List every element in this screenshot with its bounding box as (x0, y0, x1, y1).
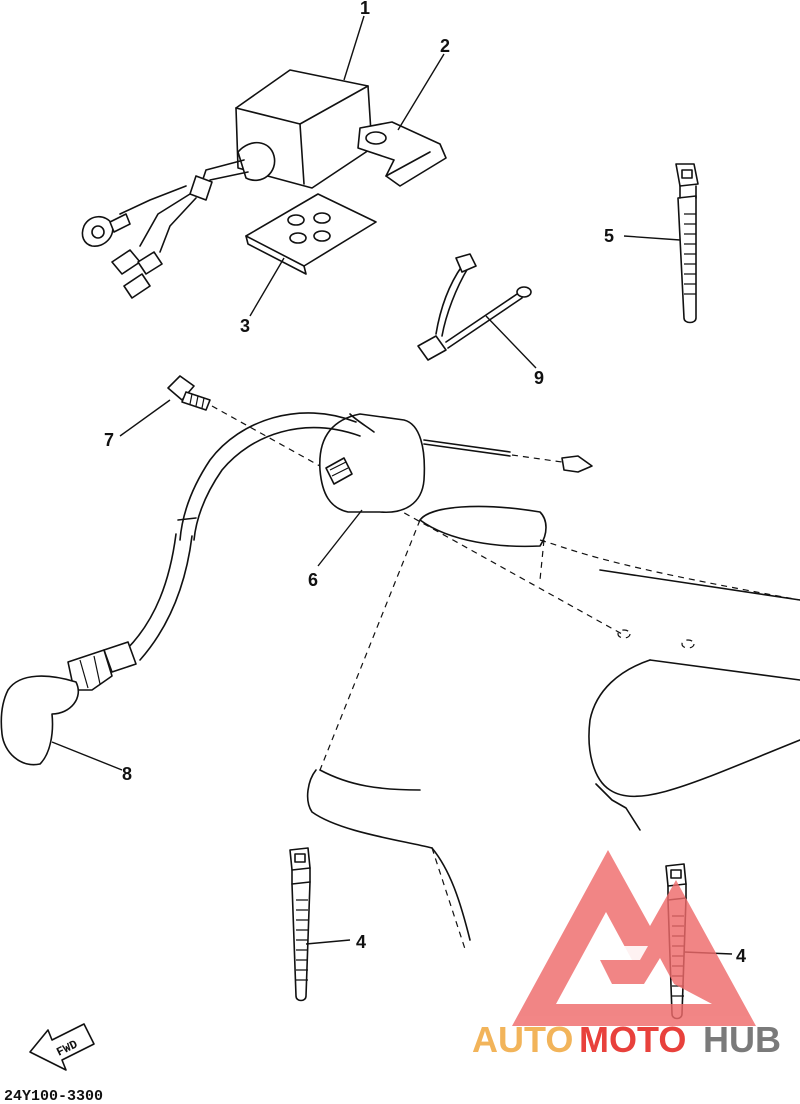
callout-4-right: 4 (736, 946, 746, 966)
alignment-line (211, 405, 623, 635)
watermark-triangle (512, 850, 756, 1026)
part-2-bracket (357, 121, 447, 187)
part-5-cable-tie (675, 163, 699, 324)
leader-lines (51, 15, 733, 955)
part-3-damper (245, 193, 377, 275)
callout-6: 6 (308, 570, 318, 590)
callout-5: 5 (604, 226, 614, 246)
part-8-spark-plug-cap (0, 412, 361, 766)
callout-1: 1 (360, 0, 370, 18)
callout-4-left: 4 (356, 932, 366, 952)
watermark-moto: MOTO (579, 1019, 686, 1060)
watermark-logo (512, 850, 756, 1026)
part-7-bolt (167, 375, 211, 411)
fwd-arrow: FWD (29, 1023, 95, 1071)
diagram-code: 24Y100-3300 (4, 1088, 103, 1104)
callout-2: 2 (440, 36, 450, 56)
part-4-cable-tie-left (289, 847, 311, 1002)
callout-9: 9 (534, 368, 544, 388)
frame-outline (306, 505, 800, 953)
callout-8: 8 (122, 764, 132, 784)
part-6-ignition-coil (319, 413, 593, 514)
watermark-hub: HUB (703, 1019, 781, 1060)
watermark-text: AUTO MOTO HUB (472, 1019, 781, 1060)
watermark-auto: AUTO (472, 1019, 573, 1060)
callout-7: 7 (104, 430, 114, 450)
part-1-ignition-unit (81, 69, 373, 299)
callout-3: 3 (240, 316, 250, 336)
part-9-lead-wire (417, 253, 532, 361)
